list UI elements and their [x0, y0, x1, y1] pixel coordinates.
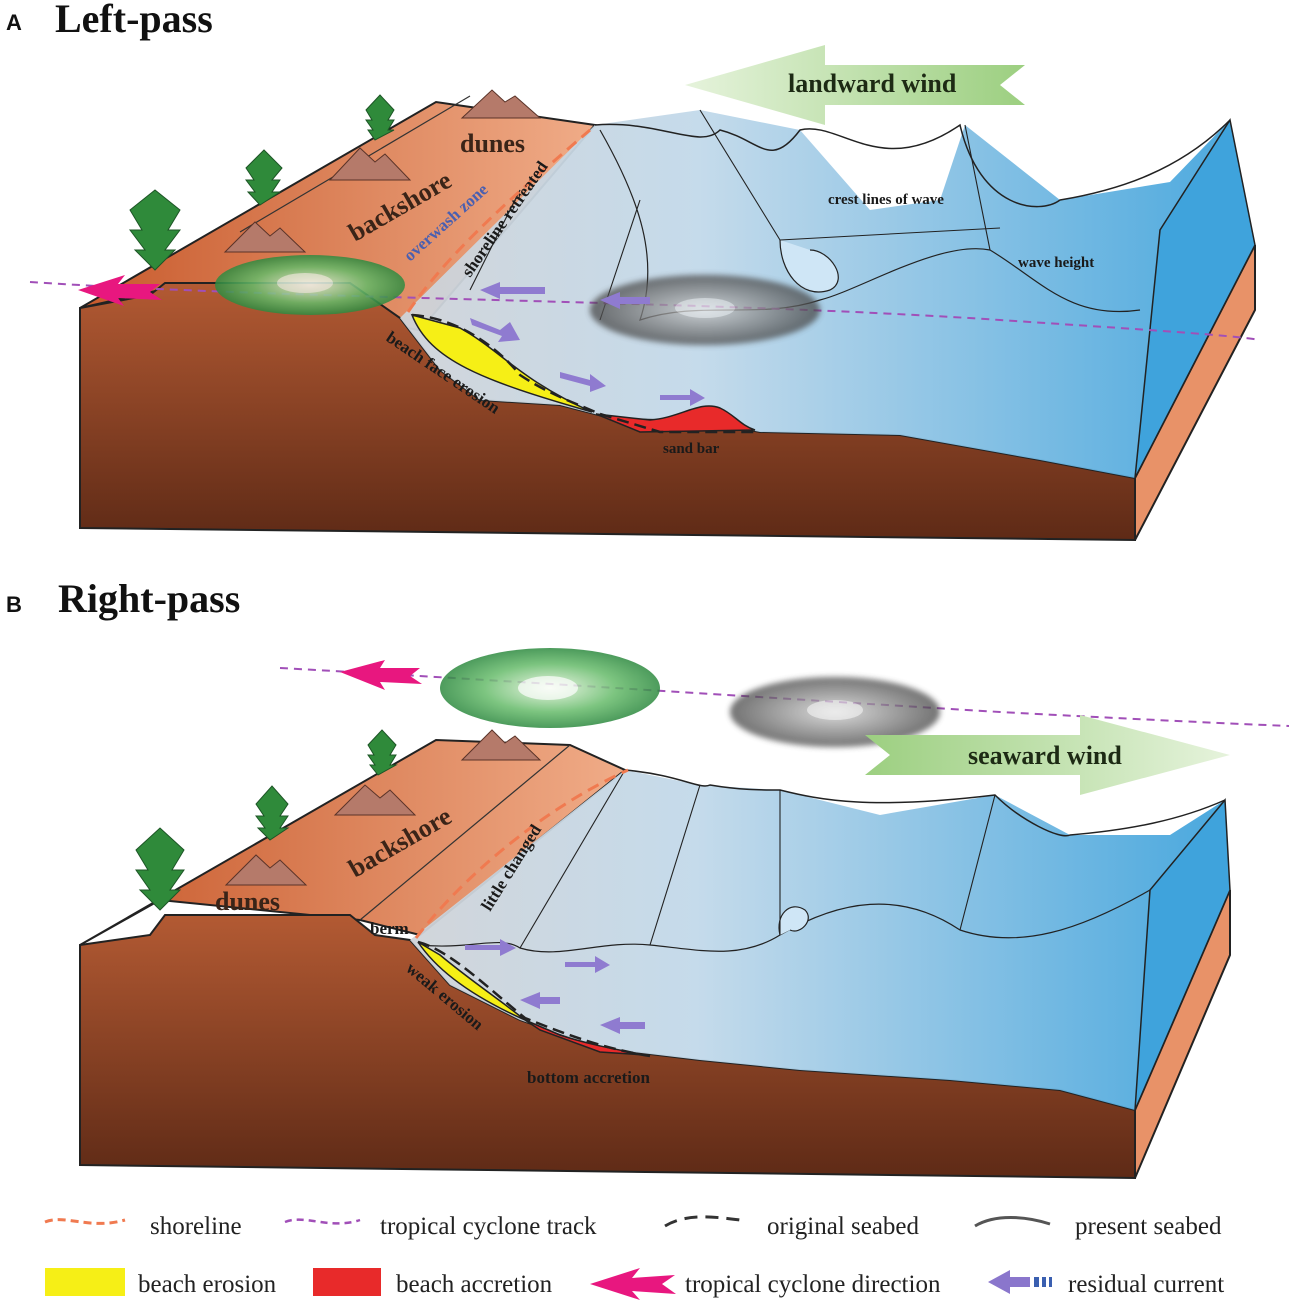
panel-a-letter: A [6, 10, 22, 35]
residual-currents-a [470, 282, 705, 406]
legend-accretion-label: beach accretion [396, 1271, 553, 1298]
shoreline-b [414, 768, 629, 939]
cyclone-direction-a [78, 275, 162, 306]
panel-b-title: Right-pass [58, 576, 240, 621]
legend-accretion-swatch [313, 1268, 381, 1296]
label-dunes-a: dunes [460, 129, 525, 158]
mountains-b [224, 729, 542, 886]
cyclone-grey-a [590, 275, 820, 345]
legend-current-label: residual current [1068, 1271, 1224, 1298]
legend-track-swatch [284, 1218, 361, 1225]
panel-a: A Left-pass landward wind [6, 0, 1261, 542]
seaward-wind-label: seaward wind [968, 741, 1122, 770]
label-berm: berm [370, 919, 409, 938]
label-crest-lines: crest lines of wave [828, 192, 944, 208]
legend-present-label: present seabed [1075, 1213, 1222, 1240]
legend-direction-swatch [590, 1268, 676, 1300]
shoreline-a [406, 128, 591, 313]
legend-present-swatch [974, 1216, 1051, 1228]
label-bottom-accretion: bottom accretion [527, 1068, 650, 1087]
original-seabed-b [417, 940, 651, 1058]
sea-a [400, 110, 1255, 478]
original-seabed-a [411, 313, 755, 434]
legend-erosion-swatch [45, 1268, 125, 1296]
panel-b-letter: B [6, 592, 22, 617]
label-dunes-b: dunes [215, 887, 280, 916]
seaward-wind-arrow [865, 715, 1230, 795]
legend-erosion-label: beach erosion [138, 1271, 277, 1298]
legend-shoreline-label: shoreline [150, 1213, 242, 1240]
label-wave-height: wave height [1018, 255, 1094, 271]
legend-current-swatch [988, 1270, 1052, 1294]
residual-currents-b [465, 939, 645, 1034]
beach-erosion-a [410, 313, 593, 413]
label-sand-bar: sand bar [663, 441, 720, 457]
legend-track-label: tropical cyclone track [380, 1213, 597, 1240]
cyclone-green-b [440, 648, 660, 728]
mountains-a [223, 89, 542, 253]
legend: shoreline tropical cyclone track origina… [44, 1213, 1224, 1300]
trees-b [135, 729, 398, 911]
cyclone-direction-b [340, 660, 422, 690]
trees-a [129, 94, 395, 271]
legend-shoreline-swatch [44, 1218, 126, 1225]
landward-wind-label: landward wind [788, 69, 957, 98]
legend-direction-label: tropical cyclone direction [685, 1271, 941, 1298]
legend-original-swatch [664, 1215, 741, 1228]
panel-a-title: Left-pass [55, 0, 213, 41]
cyclone-green-a [215, 255, 405, 315]
panel-b: B Right-pass seaward wind [6, 576, 1289, 1180]
landward-wind-arrow [685, 45, 1025, 125]
legend-original-label: original seabed [767, 1213, 920, 1240]
cyclone-grey-b [730, 677, 940, 747]
